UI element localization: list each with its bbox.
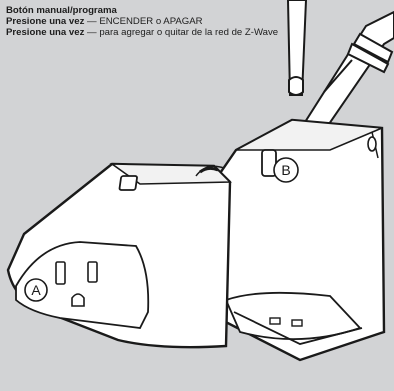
label-b-text: B — [281, 162, 290, 178]
power-cord — [288, 0, 306, 95]
module-b: B — [214, 120, 384, 360]
label-a-text: A — [31, 282, 41, 298]
module-a: A — [8, 164, 230, 347]
